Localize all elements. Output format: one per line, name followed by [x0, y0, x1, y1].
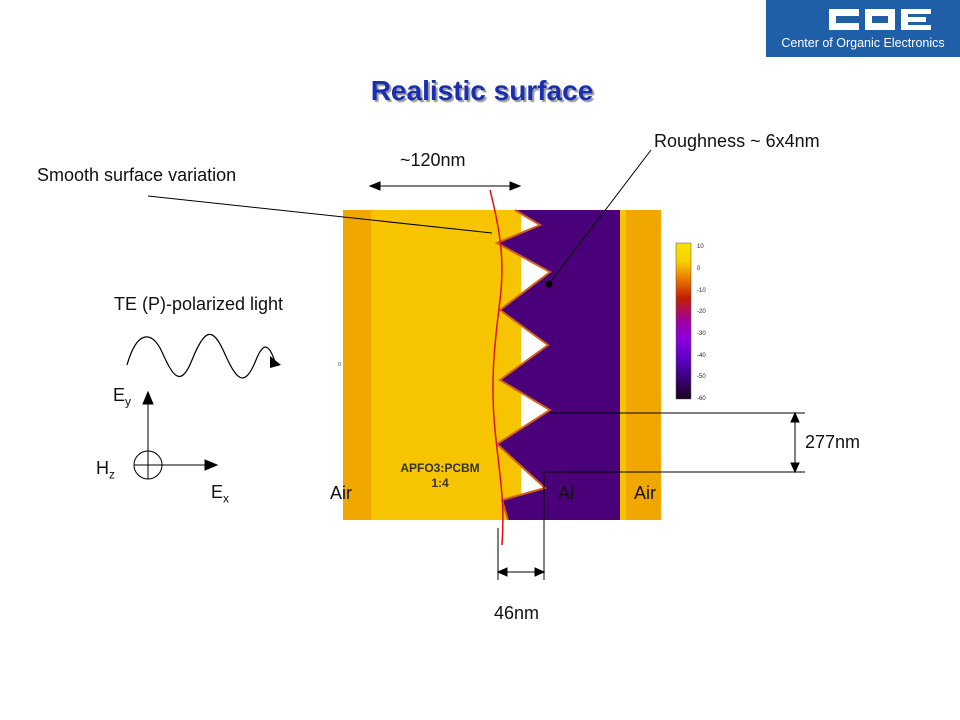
active-layer-line2: 1:4: [431, 476, 449, 490]
coordinate-axes: [133, 390, 219, 480]
air-right-layer: [626, 210, 661, 520]
period-dimension: [545, 411, 805, 474]
depth-label: 46nm: [494, 603, 540, 623]
coe-logo: Center of Organic Electronics: [766, 0, 960, 57]
air-left-layer: [343, 210, 371, 520]
page-title: Realistic surface: [370, 75, 594, 106]
width-label: ~120nm: [400, 150, 466, 170]
colorbar-tick: 10: [697, 244, 704, 250]
roughness-point: [545, 280, 553, 288]
width-arrow: [368, 181, 522, 191]
smooth-variation-leader: [147, 195, 493, 234]
smooth-variation-label: Smooth surface variation: [37, 165, 237, 185]
active-layer-label: APFO3:PCBM 1:4: [380, 461, 500, 491]
period-label: 277nm: [805, 432, 861, 452]
roughness-label: Roughness ~ 6x4nm: [654, 131, 820, 151]
colorbar-tick: 0: [697, 266, 701, 272]
wave-arrowhead: [270, 356, 281, 368]
stray-tick-label: 0: [338, 362, 341, 368]
air-right-label: Air: [634, 483, 656, 503]
coe-logo-mark: [829, 9, 931, 30]
air-left-label: Air: [330, 483, 352, 503]
ey-label: Ey: [113, 385, 131, 409]
polymer-layer: [371, 210, 521, 520]
roughness-leader: [548, 149, 652, 285]
colorbar-tick: -60: [697, 396, 706, 402]
colorbar-tick: -10: [697, 288, 706, 294]
hz-label: Hz: [96, 458, 115, 482]
colorbar-ticks: 10 0 -10 -20 -30 -40 -50 -60: [697, 244, 706, 402]
ey-sub: y: [125, 394, 132, 409]
hz-main: H: [96, 458, 109, 478]
ex-main: E: [211, 482, 224, 502]
active-layer-line1: APFO3:PCBM: [400, 461, 480, 475]
colorbar-tick: -50: [697, 374, 706, 380]
colorbar-tick: -40: [697, 353, 706, 359]
interface-highlight: [494, 209, 552, 521]
depth-dimension: [496, 473, 546, 580]
colorbar: [675, 242, 692, 400]
ey-main: E: [113, 385, 126, 405]
hz-sub: z: [109, 467, 115, 482]
light-wave: [126, 333, 276, 379]
aluminum-layer: [497, 210, 620, 520]
ex-label: Ex: [211, 482, 229, 506]
polarization-label: TE (P)-polarized light: [114, 294, 284, 314]
logo-subtitle: Center of Organic Electronics: [781, 36, 945, 50]
colorbar-tick: -20: [697, 309, 706, 315]
colorbar-tick: -30: [697, 331, 706, 337]
air-right-edge: [620, 210, 626, 520]
aluminum-label: Al: [558, 483, 575, 503]
ex-sub: x: [223, 491, 230, 506]
smooth-surface-curve: [489, 189, 504, 546]
